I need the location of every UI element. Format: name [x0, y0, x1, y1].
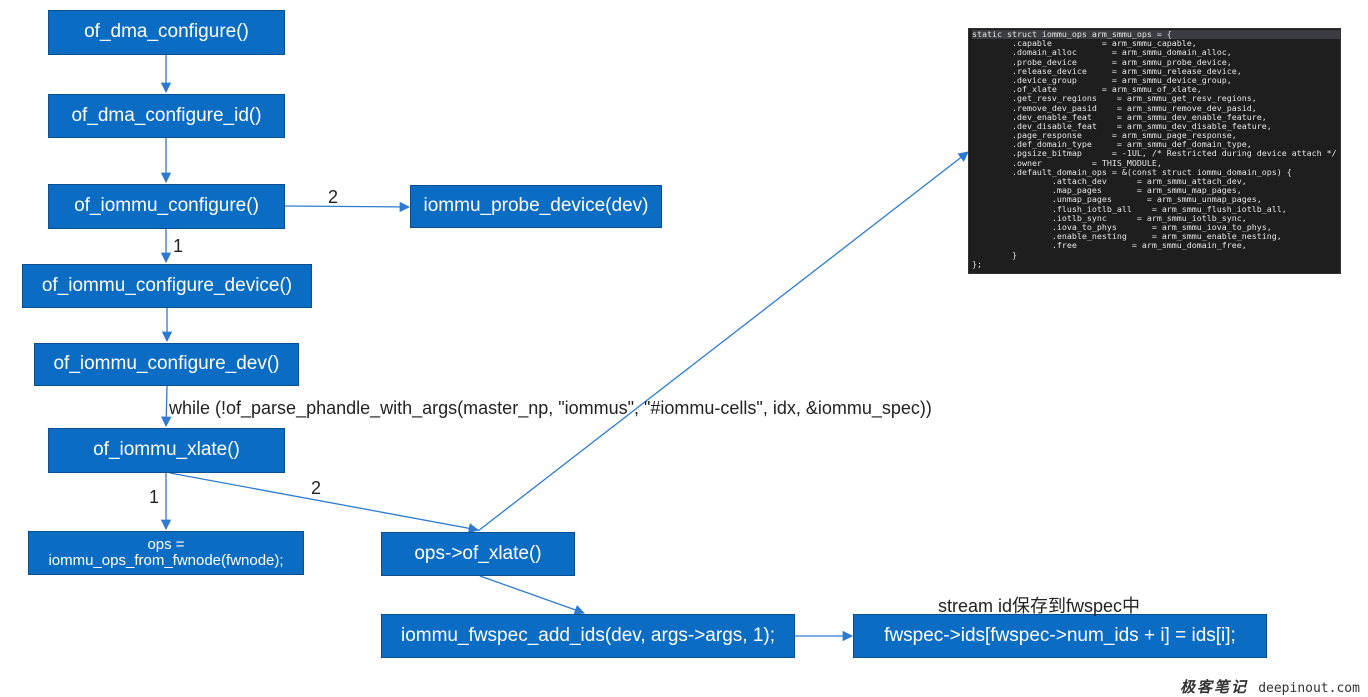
edge-label-device: 1	[173, 236, 184, 256]
of-dma-configure-box: of_dma_configure()	[48, 10, 285, 55]
of-dma-configure-label: of_dma_configure()	[84, 21, 249, 43]
of-iommu-xlate-box: of_iommu_xlate()	[48, 428, 285, 473]
code-line: .pgsize_bitmap = -1UL, /* Restricted dur…	[972, 148, 1337, 159]
code-line: .get_resv_regions = arm_smmu_get_resv_re…	[972, 93, 1257, 104]
code-line: .def_domain_type = arm_smmu_def_domain_t…	[972, 139, 1252, 150]
code-line: .iova_to_phys = arm_smmu_iova_to_phys,	[972, 221, 1272, 232]
code-line: .attach_dev = arm_smmu_attach_dev,	[972, 176, 1247, 186]
ops-of-xlate-label: ops->of_xlate()	[414, 542, 542, 564]
arrow-xlate-to-of-xlate	[169, 472, 480, 534]
code-line: .probe_device = arm_smmu_probe_device,	[972, 56, 1232, 67]
arrow-iommu-configure-to-probe	[284, 201, 411, 213]
of-iommu-configure-device-label: of_iommu_configure_device()	[41, 274, 293, 296]
fwspec-ids-label: fwspec->ids[fwspec->num_ids + i] = ids[i…	[884, 624, 1236, 646]
code-line: .remove_dev_pasid = arm_smmu_remove_dev_…	[972, 102, 1257, 113]
code-line: .iotlb_sync = arm_smmu_iotlb_sync,	[972, 212, 1247, 223]
of-iommu-configure-dev-label: of_iommu_configure_dev()	[53, 353, 280, 375]
iommu-probe-device-label: iommu_probe_device(dev)	[423, 195, 649, 217]
arrow-of-xlate-to-add-ids	[479, 575, 585, 615]
ops-from-fwnode-line2: iommu_ops_from_fwnode(fwnode);	[48, 552, 284, 569]
code-line: }	[972, 249, 1017, 260]
code-line: static struct iommu_ops arm_smmu_ops = {	[972, 29, 1340, 40]
ops-from-fwnode-box: ops = iommu_ops_from_fwnode(fwnode);	[28, 531, 304, 575]
code-line: .dev_disable_feat = arm_smmu_dev_disable…	[972, 120, 1272, 131]
edge-label-probe: 2	[328, 187, 339, 207]
watermark-cn: 极客笔记	[1180, 678, 1249, 696]
ops-of-xlate-box: ops->of_xlate()	[381, 532, 575, 576]
code-line: .default_domain_ops = &(const struct iom…	[972, 166, 1292, 177]
code-line: .unmap_pages = arm_smmu_unmap_pages,	[972, 194, 1262, 205]
code-line: .device_group = arm_smmu_device_group,	[972, 74, 1232, 85]
code-line: .release_device = arm_smmu_release_devic…	[972, 65, 1242, 76]
code-line: .enable_nesting = arm_smmu_enable_nestin…	[972, 231, 1282, 242]
code-line: .owner = THIS_MODULE,	[972, 157, 1162, 168]
code-line: .flush_iotlb_all = arm_smmu_flush_iotlb_…	[972, 203, 1287, 214]
of-iommu-configure-label: of_iommu_configure()	[74, 195, 259, 217]
of-iommu-configure-device-box: of_iommu_configure_device()	[22, 264, 312, 308]
code-line: };	[972, 258, 982, 269]
code-line: .capable = arm_smmu_capable,	[972, 38, 1197, 49]
of-iommu-configure-dev-box: of_iommu_configure_dev()	[34, 343, 299, 386]
watermark-url: deepinout.com	[1258, 681, 1360, 696]
arm-smmu-ops-code-screenshot: static struct iommu_ops arm_smmu_ops = {…	[968, 28, 1341, 274]
code-line: .free = arm_smmu_domain_free,	[972, 240, 1247, 251]
ops-from-fwnode-line1: ops =	[147, 535, 185, 553]
of-dma-configure-id-label: of_dma_configure_id()	[71, 104, 262, 126]
edge-label-of-xlate: 2	[311, 478, 322, 498]
stream-id-note: stream id保存到fwspec中	[938, 596, 1141, 616]
while-loop-label: while (!of_parse_phandle_with_args(maste…	[169, 398, 932, 418]
iommu-probe-device-box: iommu_probe_device(dev)	[410, 185, 662, 228]
code-line: .map_pages = arm_smmu_map_pages,	[972, 185, 1242, 196]
iommu-fwspec-add-ids-label: iommu_fwspec_add_ids(dev, args->args, 1)…	[400, 624, 776, 646]
fwspec-ids-box: fwspec->ids[fwspec->num_ids + i] = ids[i…	[853, 614, 1267, 658]
code-line: .domain_alloc = arm_smmu_domain_alloc,	[972, 47, 1232, 58]
of-iommu-xlate-label: of_iommu_xlate()	[93, 439, 240, 461]
of-dma-configure-id-box: of_dma_configure_id()	[48, 94, 285, 138]
code-line: .of_xlate = arm_smmu_of_xlate,	[972, 84, 1202, 95]
watermark: 极客笔记 deepinout.com	[1180, 676, 1360, 697]
arrow-of-xlate-to-code	[477, 151, 969, 532]
iommu-fwspec-add-ids-box: iommu_fwspec_add_ids(dev, args->args, 1)…	[381, 614, 795, 658]
edge-label-ops: 1	[149, 487, 160, 507]
of-iommu-configure-box: of_iommu_configure()	[48, 184, 285, 229]
arrow-dev-to-xlate	[161, 385, 172, 428]
code-line: .page_response = arm_smmu_page_response,	[972, 130, 1237, 141]
code-line: .dev_enable_feat = arm_smmu_dev_enable_f…	[972, 111, 1267, 122]
